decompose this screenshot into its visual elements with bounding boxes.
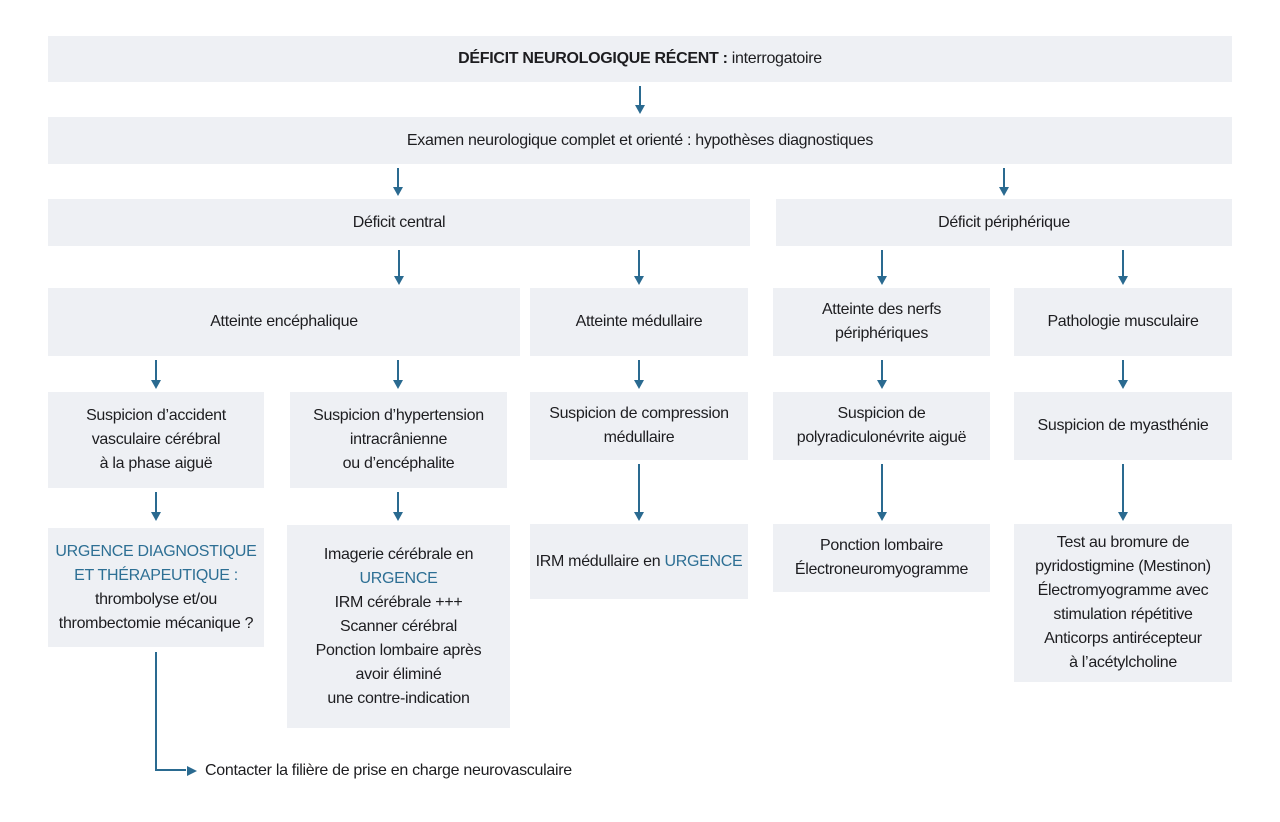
arrow-examen-to-central [397,168,399,187]
node-atteinte-medullaire: Atteinte médullaire [530,288,748,356]
node-suspicion-polyradiculonevrite: Suspicion de polyradiculonévrite aiguë [773,392,990,460]
irm-medullaire-urgence: URGENCE [664,552,743,570]
arrow-examen-to-peripherique [1003,168,1005,187]
arrow-nerfs-to-polyradiculonevrite [881,360,883,380]
arrow-root-to-examen [639,86,641,105]
node-suspicion-compression-medullaire-text: Suspicion de compression médullaire [549,405,729,446]
node-deficit-peripherique: Déficit périphérique [776,199,1232,246]
node-urgence-diagnostique-normal-text: thrombolyse et/ou thrombectomie mécaniqu… [58,590,254,632]
node-ponction-lombaire-enmg-text: Ponction lombaire Électroneuromyogramme [794,537,969,578]
node-atteinte-encephalique: Atteinte encéphalique [48,288,520,356]
node-examen-neurologique: Examen neurologique complet et orienté :… [48,117,1232,164]
arrow-encephalique-to-avc [155,360,157,380]
node-suspicion-compression-medullaire: Suspicion de compression médullaire [530,392,748,460]
node-urgence-diagnostique-accent-text: URGENCE DIAGNOSTIQUE ET THÉRAPEUTIQUE : [55,542,257,584]
node-deficit-central-text: Déficit central [352,213,446,231]
node-atteinte-nerfs-peripheriques-text: Atteinte des nerfs périphériques [821,301,942,342]
arrow-medullaire-to-compression [638,360,640,380]
node-imagerie-pre-text: Imagerie cérébrale en [323,545,474,563]
node-suspicion-htic-encephalite-text: Suspicion d’hypertension intracrânienne … [313,407,484,472]
arrow-polyradiculonevrite-to-ponction [881,464,883,512]
node-imagerie-urgence-text: URGENCE [359,569,438,587]
node-imagerie-cerebrale-urgence: Imagerie cérébrale en URGENCE IRM cérébr… [287,525,510,728]
node-deficit-neurologique-recent: DÉFICIT NEUROLOGIQUE RÉCENT : interrogat… [48,36,1232,82]
node-ponction-lombaire-enmg: Ponction lombaire Électroneuromyogramme [773,524,990,592]
arrow-peripherique-to-musculaire [1122,250,1124,276]
node-suspicion-htic-encephalite: Suspicion d’hypertension intracrânienne … [290,392,507,488]
node-atteinte-medullaire-text: Atteinte médullaire [575,313,703,330]
arrow-urgence-to-filiere [155,652,197,776]
node-urgence-diagnostique-therapeutique: URGENCE DIAGNOSTIQUE ET THÉRAPEUTIQUE : … [48,528,264,647]
arrow-avc-to-urgence [155,492,157,512]
node-suspicion-myasthenie-text: Suspicion de myasthénie [1037,417,1209,434]
node-deficit-neurologique-recent-text: DÉFICIT NEUROLOGIQUE RÉCENT : interrogat… [458,47,822,71]
arrow-central-to-medullaire [638,250,640,276]
node-atteinte-encephalique-text: Atteinte encéphalique [210,313,358,330]
node-suspicion-polyradiculonevrite-text: Suspicion de polyradiculonévrite aiguë [796,405,967,446]
node-examen-neurologique-text: Examen neurologique complet et orienté :… [406,131,874,149]
arrow-compression-to-irm [638,464,640,512]
node-irm-medullaire-urgence: IRM médullaire en URGENCE [530,524,748,599]
arrow-htic-to-imagerie [397,492,399,512]
node-tests-myasthenie: Test au bromure de pyridostigmine (Mesti… [1014,524,1232,682]
node-suspicion-avc: Suspicion d’accident vasculaire cérébral… [48,392,264,488]
footer-contact-filiere-label: Contacter la filière de prise en charge … [205,762,572,779]
node-pathologie-musculaire: Pathologie musculaire [1014,288,1232,356]
arrow-musculaire-to-myasthenie [1122,360,1124,380]
node-tests-myasthenie-text: Test au bromure de pyridostigmine (Mesti… [1035,534,1211,671]
arrow-encephalique-to-htic [397,360,399,380]
node-suspicion-myasthenie: Suspicion de myasthénie [1014,392,1232,460]
node-deficit-central: Déficit central [48,199,750,246]
root-title-normal: interrogatoire [727,50,822,67]
arrow-central-to-encephalique [398,250,400,276]
node-suspicion-avc-text: Suspicion d’accident vasculaire cérébral… [86,407,226,472]
node-pathologie-musculaire-text: Pathologie musculaire [1047,313,1199,330]
node-atteinte-nerfs-peripheriques: Atteinte des nerfs périphériques [773,288,990,356]
node-irm-medullaire-text: IRM médullaire en URGENCE [536,550,743,574]
node-imagerie-post-text: IRM cérébrale +++ Scanner cérébral Ponct… [315,593,482,707]
arrow-peripherique-to-nerfs [881,250,883,276]
node-deficit-peripherique-text: Déficit périphérique [938,213,1070,231]
arrow-myasthenie-to-tests [1122,464,1124,512]
irm-medullaire-pre: IRM médullaire en [535,552,665,570]
root-title-bold: DÉFICIT NEUROLOGIQUE RÉCENT : [458,50,728,67]
